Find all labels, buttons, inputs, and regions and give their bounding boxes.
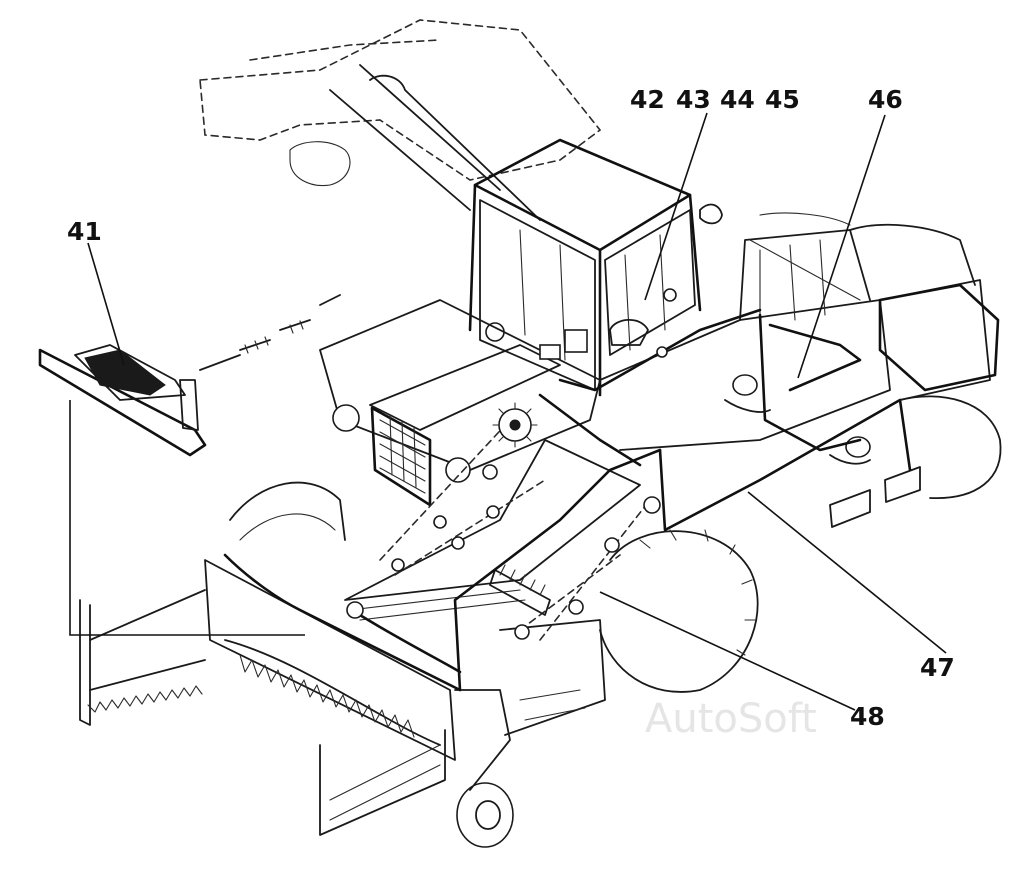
operator-cab xyxy=(468,138,723,397)
rear-wheel xyxy=(899,395,1002,499)
callout-43: 43 xyxy=(676,85,711,114)
unloader-outline xyxy=(199,19,602,221)
machine-body xyxy=(319,212,1000,507)
leader-41-ref xyxy=(69,400,305,636)
leader-47 xyxy=(747,491,947,654)
cab-electrical-units xyxy=(539,288,677,360)
callout-47: 47 xyxy=(920,653,955,682)
callout-44: 44 xyxy=(720,85,755,114)
wiring-harness xyxy=(223,308,912,692)
callout-46: 46 xyxy=(868,85,903,114)
callout-42: 42 xyxy=(630,85,665,114)
leader-41 xyxy=(87,242,125,366)
header-frame xyxy=(79,481,606,836)
gauge-wheel xyxy=(456,782,514,848)
callout-48: 48 xyxy=(850,702,885,731)
callout-labels: 41 42 43 44 45 46 47 48 xyxy=(67,85,955,731)
callout-leaders xyxy=(69,112,947,711)
detail-part-41 xyxy=(38,294,341,457)
leader-48 xyxy=(599,591,856,711)
drive-sprockets xyxy=(391,402,661,640)
leader-42-45 xyxy=(644,112,708,301)
callout-41: 41 xyxy=(67,217,102,246)
leader-46 xyxy=(797,114,886,379)
rear-lights xyxy=(732,374,921,528)
feeder-conveyor xyxy=(344,419,651,674)
autosoft-watermark: AutoSoft xyxy=(645,696,817,742)
drive-wheel xyxy=(599,529,759,693)
callout-45: 45 xyxy=(765,85,800,114)
